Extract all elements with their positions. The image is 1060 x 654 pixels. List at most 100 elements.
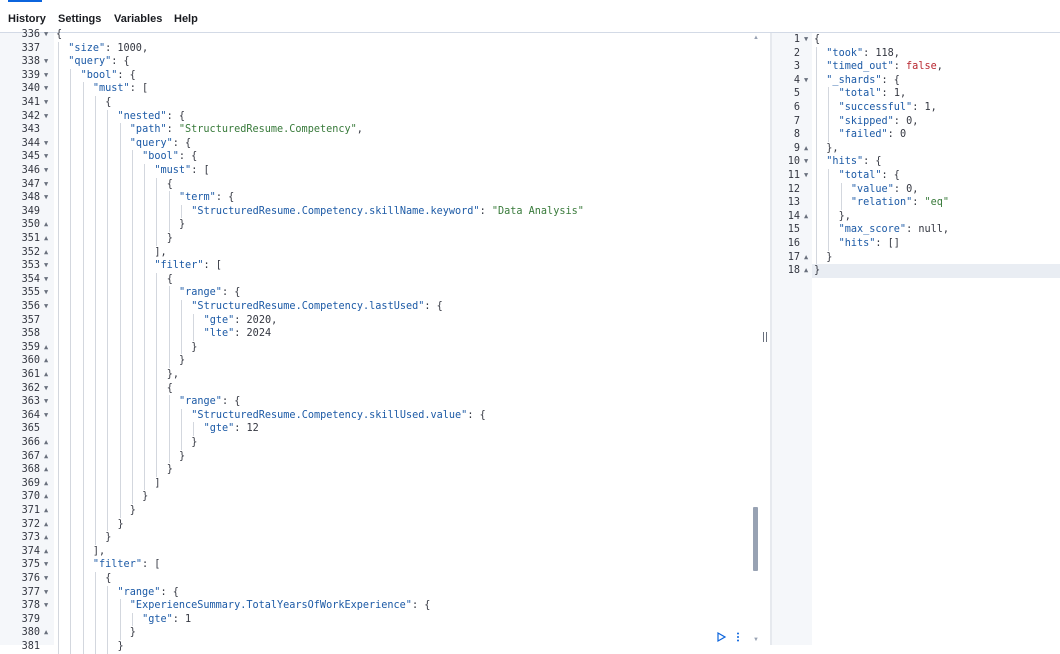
fold-down-icon[interactable]: ▼ bbox=[804, 35, 809, 43]
play-icon[interactable] bbox=[716, 631, 727, 645]
fold-up-icon[interactable]: ▲ bbox=[44, 546, 49, 555]
fold-down-icon[interactable]: ▼ bbox=[44, 560, 49, 569]
pane-divider[interactable] bbox=[770, 33, 772, 645]
code-token: 1 bbox=[185, 613, 192, 625]
code-token: { bbox=[166, 382, 173, 394]
fold-up-icon[interactable]: ▲ bbox=[804, 266, 809, 275]
fold-up-icon[interactable]: ▲ bbox=[804, 211, 809, 220]
fold-down-icon[interactable]: ▼ bbox=[804, 75, 809, 84]
response-line: 16"hits": [] bbox=[772, 237, 1060, 251]
fold-down-icon[interactable]: ▼ bbox=[44, 57, 49, 66]
fold-down-icon[interactable]: ▼ bbox=[44, 138, 49, 147]
fold-down-icon[interactable]: ▼ bbox=[44, 410, 49, 419]
fold-down-icon[interactable]: ▼ bbox=[44, 166, 49, 174]
indent-guide bbox=[58, 354, 59, 368]
menu-variables[interactable]: Variables bbox=[114, 13, 163, 25]
fold-up-icon[interactable]: ▲ bbox=[44, 465, 49, 474]
fold-down-icon[interactable]: ▼ bbox=[44, 111, 49, 120]
menu-help[interactable]: Help bbox=[174, 13, 198, 25]
fold-up-icon[interactable]: ▲ bbox=[44, 628, 49, 637]
indent-guide bbox=[70, 109, 72, 124]
indent-guide bbox=[94, 368, 96, 382]
indent-guide bbox=[107, 300, 109, 314]
fold-up-icon[interactable]: ▲ bbox=[44, 220, 49, 229]
line-number: 378 bbox=[21, 600, 40, 612]
indent-guide bbox=[107, 218, 109, 232]
code-text: "term": { bbox=[179, 191, 234, 205]
drag-handle-icon[interactable] bbox=[762, 331, 768, 345]
active-line-highlight bbox=[812, 264, 1060, 278]
code-text: ], bbox=[154, 246, 166, 260]
fold-down-icon[interactable]: ▼ bbox=[44, 302, 49, 310]
response-viewer[interactable]: 1▼{2"took": 118,3"timed_out": false,4▼"_… bbox=[772, 33, 1060, 645]
indent-guide bbox=[58, 612, 59, 627]
fold-up-icon[interactable]: ▲ bbox=[44, 519, 49, 528]
indent-guide bbox=[144, 449, 146, 464]
line-number: 351 bbox=[21, 233, 40, 244]
fold-down-icon[interactable]: ▼ bbox=[44, 98, 49, 106]
code-token: : [] bbox=[875, 238, 900, 249]
fold-up-icon[interactable]: ▲ bbox=[44, 492, 49, 501]
fold-down-icon[interactable]: ▼ bbox=[44, 587, 49, 596]
scroll-down-icon[interactable]: ▼ bbox=[753, 637, 759, 643]
indent-guide bbox=[82, 245, 84, 260]
fold-down-icon[interactable]: ▼ bbox=[44, 193, 49, 202]
fold-up-icon[interactable]: ▲ bbox=[804, 143, 809, 152]
indent-guide bbox=[94, 313, 96, 328]
fold-down-icon[interactable]: ▼ bbox=[44, 261, 49, 270]
request-line: 377▼"range": { bbox=[0, 585, 752, 600]
request-scrollbar-thumb[interactable] bbox=[753, 507, 758, 571]
indent-guide bbox=[168, 422, 170, 436]
indent-guide bbox=[94, 204, 96, 219]
indent-guide bbox=[94, 191, 96, 205]
fold-up-icon[interactable]: ▲ bbox=[44, 234, 49, 242]
indent-guide bbox=[70, 422, 72, 436]
fold-down-icon[interactable]: ▼ bbox=[44, 84, 49, 93]
fold-down-icon[interactable]: ▼ bbox=[44, 288, 49, 297]
fold-down-icon[interactable]: ▼ bbox=[44, 397, 49, 406]
indent-guide bbox=[181, 204, 182, 219]
code-token: : bbox=[105, 42, 118, 54]
fold-up-icon[interactable]: ▲ bbox=[44, 451, 49, 460]
fold-up-icon[interactable]: ▲ bbox=[44, 438, 49, 446]
fold-up-icon[interactable]: ▲ bbox=[804, 252, 809, 261]
indent-guide bbox=[828, 169, 830, 183]
fold-down-icon[interactable]: ▼ bbox=[804, 171, 809, 179]
code-text: "range": { bbox=[179, 286, 240, 300]
fold-up-icon[interactable]: ▲ bbox=[44, 506, 49, 514]
fold-up-icon[interactable]: ▲ bbox=[44, 247, 49, 256]
indent-guide bbox=[94, 177, 96, 192]
code-token: : { bbox=[411, 600, 431, 612]
scroll-up-icon[interactable]: ▲ bbox=[753, 35, 759, 41]
request-editor[interactable]: 336▼{337"size": 1000,338▼"query": {339▼"… bbox=[0, 29, 752, 654]
fold-down-icon[interactable]: ▼ bbox=[44, 30, 49, 38]
fold-down-icon[interactable]: ▼ bbox=[44, 179, 49, 188]
code-token: , bbox=[356, 124, 363, 136]
code-token: "bool" bbox=[142, 151, 179, 163]
fold-down-icon[interactable]: ▼ bbox=[44, 383, 49, 392]
fold-down-icon[interactable]: ▼ bbox=[44, 574, 49, 582]
fold-up-icon[interactable]: ▲ bbox=[44, 370, 49, 378]
code-text: "ExperienceSummary.TotalYearsOfWorkExper… bbox=[130, 599, 431, 613]
indent-guide bbox=[82, 504, 84, 518]
fold-up-icon[interactable]: ▲ bbox=[44, 533, 49, 542]
fold-down-icon[interactable]: ▼ bbox=[44, 152, 49, 161]
fold-up-icon[interactable]: ▲ bbox=[44, 356, 49, 365]
code-token: : bbox=[906, 224, 919, 236]
request-gutter bbox=[0, 33, 54, 645]
menu-settings[interactable]: Settings bbox=[58, 13, 102, 25]
fold-down-icon[interactable]: ▼ bbox=[44, 70, 49, 79]
code-token: "skipped" bbox=[838, 115, 894, 127]
indent-guide bbox=[58, 55, 59, 69]
wrench-icon[interactable] bbox=[735, 632, 741, 645]
fold-down-icon[interactable]: ▼ bbox=[44, 274, 49, 283]
fold-down-icon[interactable]: ▼ bbox=[44, 601, 49, 610]
indent-guide bbox=[58, 572, 59, 586]
fold-up-icon[interactable]: ▲ bbox=[44, 342, 49, 351]
indent-guide bbox=[107, 463, 109, 477]
fold-up-icon[interactable]: ▲ bbox=[44, 478, 49, 487]
fold-down-icon[interactable]: ▼ bbox=[804, 157, 809, 166]
menu-history[interactable]: History bbox=[8, 13, 46, 25]
indent-guide bbox=[70, 340, 72, 355]
indent-guide bbox=[58, 177, 59, 192]
